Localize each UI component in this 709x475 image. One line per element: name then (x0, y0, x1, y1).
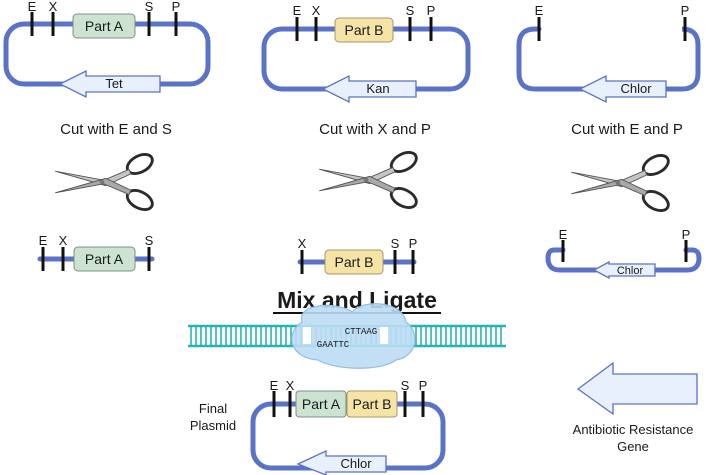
fragment-middle: X S P Part B (297, 236, 418, 275)
plasmid-top-left: E X S P Part A Tet (3, 0, 211, 99)
site-x-label: X (298, 236, 307, 251)
site-e-label: E (39, 233, 48, 248)
sequence-bottom: GAATTC (317, 340, 350, 350)
site-p-label: P (427, 3, 436, 18)
plasmid-backbone-open (516, 26, 701, 92)
cut-right-label: Cut with E and P (571, 121, 683, 138)
dna-gap-left (303, 327, 311, 344)
site-s-label: S (406, 3, 415, 18)
dna-gap-right (380, 327, 388, 344)
site-e-label: E (535, 3, 544, 18)
part-a-box (295, 390, 347, 418)
part-a-label: Part A (302, 396, 341, 412)
chlor-label: Chlor (340, 456, 372, 471)
legend: Antibiotic Resistance Gene (573, 361, 698, 454)
final-plasmid-label-line1: Final (199, 401, 227, 416)
site-s-label: S (391, 236, 400, 251)
site-p-label: P (682, 227, 691, 242)
legend-line1: Antibiotic Resistance (573, 422, 694, 437)
plasmid-top-right: E P Chlor (516, 3, 701, 104)
site-x-label: X (49, 0, 58, 14)
chlor-label: Chlor (620, 81, 652, 96)
site-x-label: X (312, 3, 321, 18)
tet-label: Tet (105, 76, 123, 91)
scissors-icon (53, 149, 157, 215)
plasmid-final: E X S P Part A Part B Chlor (250, 378, 446, 475)
site-p-label: P (409, 236, 418, 251)
kan-label: Kan (366, 81, 389, 96)
part-b-label: Part B (353, 396, 392, 412)
plasmid-top-middle: E X S P Part B Kan (261, 3, 471, 104)
tet-arrow (58, 69, 161, 99)
part-b-box (334, 17, 394, 43)
scissors-icon (317, 147, 421, 213)
site-e-label: E (28, 0, 37, 14)
sequence-top: CTTAAG (345, 327, 377, 337)
part-a-box (72, 13, 136, 39)
site-p-label: P (681, 3, 690, 18)
chlor-arrow (592, 260, 656, 280)
legend-arrow-icon (576, 361, 698, 416)
final-plasmid-label-line2: Plasmid (190, 418, 236, 433)
cut-middle-label: Cut with X and P (319, 121, 431, 138)
part-b-box (346, 390, 398, 418)
kan-arrow (321, 74, 417, 104)
site-x-label: X (59, 233, 68, 248)
part-a-label: Part A (85, 251, 124, 267)
site-x-label: X (286, 378, 295, 393)
legend-line2: Gene (617, 439, 649, 454)
part-a-label: Part A (85, 18, 124, 34)
part-b-label: Part B (345, 22, 384, 38)
fragment-left: E X S Part A (37, 233, 155, 272)
scissors-icon (569, 150, 673, 216)
site-p-label: P (419, 378, 428, 393)
cut-left-label: Cut with E and S (60, 121, 172, 138)
part-b-label: Part B (335, 254, 374, 270)
site-s-label: S (401, 378, 410, 393)
chlor-arrow (578, 74, 667, 104)
part-a-box (73, 246, 136, 272)
site-e-label: E (293, 3, 302, 18)
site-s-label: S (145, 233, 154, 248)
site-e-label: E (559, 227, 568, 242)
chlor-label: Chlor (617, 265, 644, 277)
enzyme-cloud (291, 303, 416, 369)
site-p-label: P (172, 0, 181, 14)
site-s-label: S (145, 0, 154, 14)
part-b-box (324, 249, 384, 275)
fragment-right: E P Chlor (545, 227, 702, 280)
site-e-label: E (270, 378, 279, 393)
